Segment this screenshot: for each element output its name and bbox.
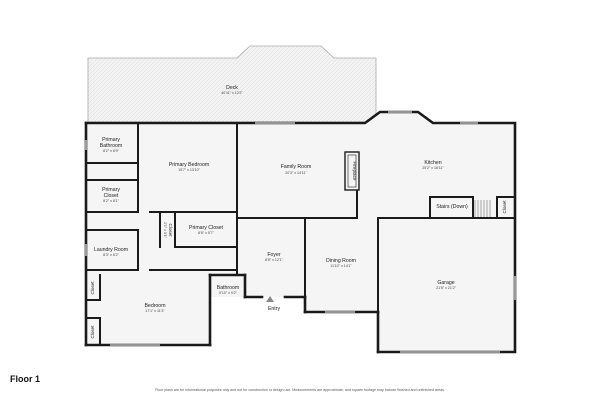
deck-label: Deck [226, 85, 238, 91]
primary-bathroom-dim: 8'2" x 8'9" [103, 149, 119, 153]
floor-label: Floor 1 [10, 374, 41, 384]
primary-closet-walkin-label: Primary Closet [189, 225, 224, 231]
fireplace-label: Fireplace [352, 162, 357, 181]
kitchen-closet-label: Closet [502, 200, 507, 214]
primary-bathroom-label-1: Primary [102, 137, 120, 143]
bedroom-closet-top-label: Closet [90, 281, 95, 295]
kitchen-dim: 25'2" x 16'11" [422, 166, 444, 170]
primary-bedroom-dim: 15'7" x 13'10" [178, 168, 200, 172]
garage-dim: 21'5" x 21'2" [436, 286, 456, 290]
stairs-treads [474, 200, 491, 217]
exterior-walls [84, 110, 517, 354]
bedroom-label: Bedroom [144, 303, 165, 309]
kitchen-label: Kitchen [424, 160, 441, 166]
fireplace [344, 151, 360, 191]
interior-walls [85, 122, 516, 346]
primary-closet-small-label-2: Closet [104, 193, 119, 199]
foyer-label: Foyer [267, 252, 281, 258]
room-labels: Deck 40'11" x 12'2" Primary Bathroom 8'2… [90, 85, 507, 339]
garage-label: Garage [437, 280, 454, 286]
dining-room-label: Dining Room [326, 258, 356, 264]
entry-label: Entry [268, 306, 281, 312]
floor-area [86, 112, 515, 352]
bathroom-dim: 5'10" x 9'2" [219, 291, 237, 295]
foyer-dim: 8'8" x 12'1" [265, 258, 283, 262]
primary-bedroom-label: Primary Bedroom [169, 162, 209, 168]
center-closet-label: Closet [168, 223, 173, 237]
primary-closet-small-dim: 8'2" x 8'1" [103, 199, 119, 203]
family-room-label: Family Room [281, 164, 312, 170]
disclaimer-text: Floor plans are for informational purpos… [155, 388, 445, 392]
primary-closet-walkin-dim: 8'6" x 5'7" [198, 231, 214, 235]
stairs-label: Stairs (Down) [436, 204, 468, 210]
bathroom-label: Bathroom [217, 285, 240, 291]
fireplace-hearth [347, 154, 357, 188]
primary-bathroom-label-2: Bathroom [100, 143, 123, 149]
laundry-label: Laundry Room [94, 247, 128, 253]
windows [85, 111, 516, 353]
entry-arrow [266, 296, 274, 302]
dining-room-dim: 11'10" x 14'1" [330, 264, 352, 268]
family-room-dim: 20'3" x 14'11" [285, 171, 307, 175]
bedroom-closet-bottom-label: Closet [90, 325, 95, 339]
primary-closet-small-label-1: Primary [102, 187, 120, 193]
deck-dim: 40'11" x 12'2" [221, 91, 243, 95]
laundry-dim: 8'3" x 6'2" [103, 253, 119, 257]
deck-area [87, 45, 377, 123]
center-closet-dim: 2'1" x 3'1" [163, 222, 167, 238]
bedroom-dim: 17'1" x 11'3" [145, 309, 165, 313]
